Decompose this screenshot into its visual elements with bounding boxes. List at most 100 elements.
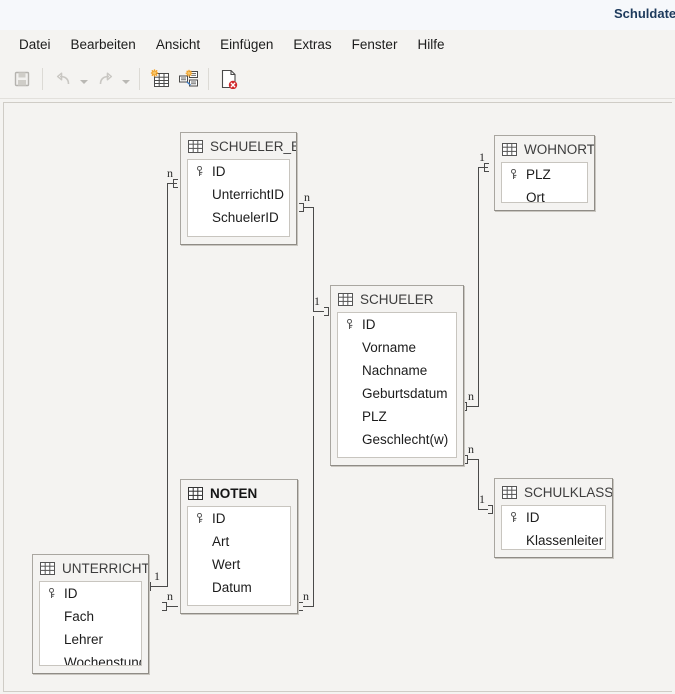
cardinality-1-schueler-schulklasse: 1 [479, 492, 485, 506]
relation-line-schuelerb-schueler-top[interactable] [304, 207, 314, 208]
relation-line-schueler-schulklasse-bottom[interactable] [478, 509, 488, 510]
table-icon [188, 139, 203, 153]
undo-button[interactable] [49, 65, 77, 93]
table-fieldlist-schueler[interactable]: ID Vorname Nachname Geburtsdatum PLZ Ges… [337, 312, 457, 458]
field-row[interactable]: Vorname [338, 336, 456, 359]
field-row[interactable]: ID [338, 313, 456, 336]
field-label: ID [362, 317, 376, 332]
field-label: FotoOK [362, 455, 409, 457]
field-label: Datum [212, 580, 252, 595]
menu-hilfe[interactable]: Hilfe [417, 37, 445, 52]
field-row[interactable]: Geschlecht(w) [338, 428, 456, 451]
relation-line-noten-schueler-bottom[interactable] [303, 606, 314, 607]
redo-dropdown-button[interactable] [119, 65, 133, 93]
field-row[interactable]: Art [188, 530, 290, 553]
table-window-unterricht[interactable]: UNTERRICHT ID Fach Lehrer Wochenstund [32, 554, 149, 674]
table-fieldlist-unterricht[interactable]: ID Fach Lehrer Wochenstund [39, 581, 142, 666]
field-row[interactable]: Lehrer [40, 628, 141, 651]
field-row[interactable]: Klassenleiter [502, 529, 605, 549]
relation-line-wohnort-schueler-bottom[interactable] [467, 406, 479, 407]
cardinality-n-noten-schueler: n [303, 589, 309, 603]
relation-endpoint-schueler-1 [324, 307, 329, 316]
table-fieldlist-wohnort[interactable]: PLZ Ort [501, 162, 588, 203]
relation-line-wohnort-schueler-top[interactable] [478, 167, 488, 168]
table-window-noten[interactable]: NOTEN ID Art Wert Datum [180, 479, 298, 614]
relation-endpoint-schuelerb [173, 179, 178, 188]
table-header-schulklasse[interactable]: SCHULKLASSE [495, 479, 612, 505]
field-row[interactable]: Nachname [338, 359, 456, 382]
table-header-wohnort[interactable]: WOHNORT [495, 136, 594, 162]
relation-line-schuelerb-schueler-bottom[interactable] [313, 311, 324, 312]
delete-button[interactable] [215, 65, 243, 93]
field-row[interactable]: Fach [40, 605, 141, 628]
window-titlebar: Schuldate [0, 0, 675, 30]
field-label: ID [212, 164, 226, 179]
field-row[interactable]: Wochenstund [40, 651, 141, 665]
field-row[interactable]: SchuelerID [188, 206, 289, 229]
undo-dropdown-button[interactable] [77, 65, 91, 93]
save-button[interactable] [8, 65, 36, 93]
field-row[interactable]: Geburtsdatum [338, 382, 456, 405]
menu-einfuegen[interactable]: Einfügen [220, 37, 274, 52]
relation-line-schuelerb-unterricht-bottom[interactable] [151, 586, 168, 587]
menu-bearbeiten[interactable]: Bearbeiten [70, 37, 136, 52]
relation-line-schuelerb-unterricht[interactable] [167, 183, 168, 586]
menu-fenster[interactable]: Fenster [351, 37, 398, 52]
relation-line-wohnort-schueler[interactable] [478, 167, 479, 406]
primary-key-icon [195, 166, 204, 177]
field-row[interactable]: ID [502, 506, 605, 529]
redo-button[interactable] [91, 65, 119, 93]
field-row[interactable]: PLZ [338, 405, 456, 428]
cardinality-n-wohnort-schueler: n [468, 389, 474, 403]
table-title-schulklasse: SCHULKLASSE [524, 484, 612, 500]
menu-extras[interactable]: Extras [293, 37, 332, 52]
field-row[interactable]: ID [188, 507, 290, 530]
add-table-button[interactable] [146, 65, 174, 93]
relation-line-noten-schueler[interactable] [313, 316, 314, 606]
field-row[interactable]: Wert [188, 553, 290, 576]
menu-datei[interactable]: Datei [19, 37, 51, 52]
table-window-schulklasse[interactable]: SCHULKLASSE ID Klassenleiter [494, 478, 613, 558]
table-icon [502, 485, 517, 499]
primary-key-icon [509, 169, 518, 180]
field-row[interactable]: ID [188, 160, 289, 183]
relation-endpoint-schueler-klasse [463, 455, 468, 464]
relation-line-schueler-schulklasse-top[interactable] [468, 459, 479, 460]
menu-ansicht[interactable]: Ansicht [155, 37, 201, 52]
field-row[interactable]: UnterrichtID [188, 183, 289, 206]
table-window-schueler[interactable]: SCHUELER ID Vorname Nachname Geburtsdatu… [330, 285, 464, 466]
field-label: Nachname [362, 363, 428, 378]
table-window-schueler-b[interactable]: SCHUELER_B ID UnterrichtID SchuelerID [180, 132, 297, 245]
menubar: Datei Bearbeiten Ansicht Einfügen Extras… [0, 30, 675, 59]
field-label: Geburtsdatum [362, 386, 448, 401]
field-row[interactable]: PLZ [502, 163, 587, 186]
field-label: Vorname [362, 340, 417, 355]
table-icon [502, 142, 517, 156]
table-header-unterricht[interactable]: UNTERRICHT [33, 555, 148, 581]
field-row[interactable]: Datum [188, 576, 290, 599]
add-query-button[interactable] [174, 65, 202, 93]
table-fieldlist-schulklasse[interactable]: ID Klassenleiter [501, 505, 606, 550]
primary-key-icon [195, 513, 204, 524]
table-fieldlist-noten[interactable]: ID Art Wert Datum [187, 506, 291, 606]
relation-line-schuelerb-unterricht-top[interactable] [167, 183, 177, 184]
relation-line-schueler-schulklasse[interactable] [478, 459, 479, 509]
cardinality-1-schuelerb-schueler: 1 [314, 294, 320, 308]
relationship-design-canvas[interactable]: n 1 n 1 1 n n 1 n n [3, 102, 672, 692]
field-row[interactable]: Ort [502, 186, 587, 202]
cardinality-n-schuelerb-schueler: n [304, 190, 310, 204]
relation-line-schuelerb-schueler[interactable] [313, 207, 314, 311]
table-header-schueler[interactable]: SCHUELER [331, 286, 463, 312]
cardinality-n-noten-left: n [167, 589, 173, 603]
relation-endpoint-noten-left [162, 602, 167, 611]
field-row[interactable]: FotoOK [338, 451, 456, 457]
table-header-schueler-b[interactable]: SCHUELER_B [181, 133, 296, 159]
field-label: Klassenleiter [526, 533, 604, 548]
relation-line-noten-left-stub[interactable] [167, 606, 178, 607]
table-window-wohnort[interactable]: WOHNORT PLZ Ort [494, 135, 595, 211]
table-title-noten: NOTEN [210, 485, 258, 501]
table-fieldlist-schueler-b[interactable]: ID UnterrichtID SchuelerID [187, 159, 290, 237]
table-header-noten[interactable]: NOTEN [181, 480, 297, 506]
field-row[interactable]: ID [40, 582, 141, 605]
field-label: Fach [64, 609, 95, 624]
